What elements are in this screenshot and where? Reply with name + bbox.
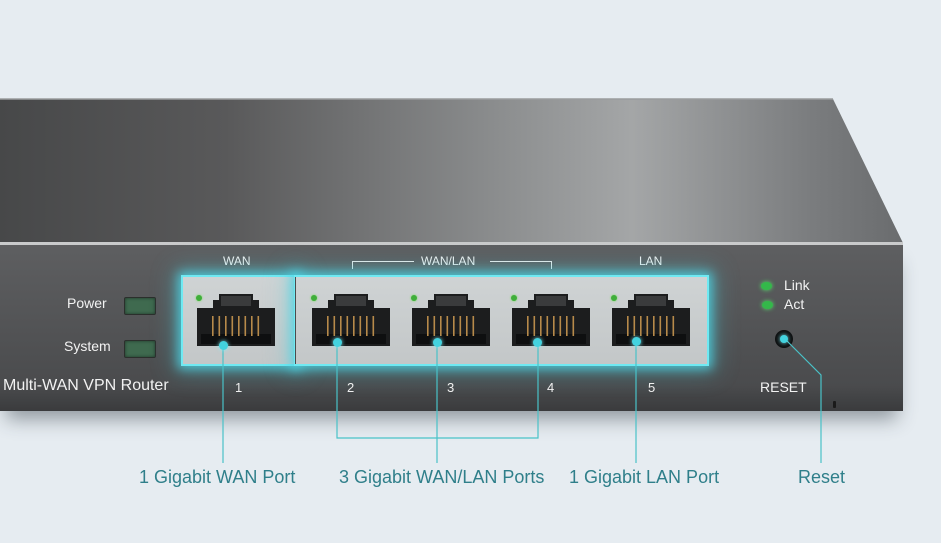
port-pin — [666, 316, 668, 336]
port-pin — [546, 316, 549, 336]
port-pin — [366, 316, 368, 336]
port4-dot — [533, 338, 542, 347]
port-pin — [646, 316, 649, 336]
reset-label: RESET — [760, 379, 807, 395]
panel-divider — [295, 277, 296, 364]
callout-reset: Reset — [798, 467, 846, 487]
port-pin — [333, 316, 336, 336]
ethernet-port-2[interactable] — [310, 286, 392, 348]
model-label: Multi-WAN VPN Router — [3, 377, 169, 394]
callout-lan-port: 1 Gigabit LAN Port — [569, 467, 720, 487]
system-label: System — [64, 338, 111, 354]
port-1-status-led — [196, 295, 202, 301]
port-pin — [659, 316, 662, 336]
wan-lan-group-label: WAN/LAN — [421, 254, 476, 268]
act-led-icon — [762, 301, 773, 309]
front-panel-edge — [0, 242, 903, 245]
callout-wan-lan-ports: 3 Gigabit WAN/LAN Ports — [339, 467, 545, 487]
ethernet-port-4[interactable] — [510, 286, 592, 348]
ethernet-port-1[interactable] — [195, 286, 277, 348]
port-3-status-led — [411, 295, 417, 301]
port-pin — [218, 316, 221, 336]
port-pin — [572, 316, 575, 336]
port-number-4: 4 — [547, 380, 555, 395]
port-pin — [640, 316, 642, 336]
port-pin — [327, 316, 329, 336]
callout-line-reset — [784, 338, 822, 463]
reset-dot — [780, 335, 788, 343]
port-pin — [257, 316, 260, 336]
port-pin — [427, 316, 429, 336]
port2-dot — [333, 338, 342, 347]
router-top-surface — [0, 98, 903, 243]
port3-dot — [433, 338, 442, 347]
port-4-status-led — [511, 295, 517, 301]
link-led-icon — [761, 282, 772, 290]
wan-lan-bracket — [352, 261, 552, 269]
port-number-2: 2 — [347, 380, 355, 395]
act-label: Act — [784, 296, 805, 312]
port-pin — [633, 316, 636, 336]
callout-wan-port: 1 Gigabit WAN Port — [139, 467, 296, 487]
port-number-5: 5 — [648, 380, 656, 395]
screw-hole — [833, 401, 836, 408]
port-pin — [453, 316, 455, 336]
port-pin — [359, 316, 362, 336]
port-pin — [212, 316, 214, 336]
port-pin — [653, 316, 655, 336]
port-pin — [627, 316, 629, 336]
power-label: Power — [67, 295, 107, 311]
port-pin — [472, 316, 475, 336]
port-pin — [559, 316, 562, 336]
port-pin — [459, 316, 462, 336]
ethernet-port-5[interactable] — [610, 286, 692, 348]
port-pin — [446, 316, 449, 336]
port-pin — [553, 316, 555, 336]
link-label: Link — [784, 277, 810, 293]
port-pin — [540, 316, 542, 336]
port-pin — [566, 316, 568, 336]
port-pin — [225, 316, 227, 336]
wan-group-label: WAN — [223, 254, 251, 268]
power-led — [124, 297, 156, 315]
port-number-1: 1 — [235, 380, 243, 395]
port-pin — [672, 316, 675, 336]
port-2-status-led — [311, 295, 317, 301]
port-pin — [433, 316, 436, 336]
port-pin — [251, 316, 253, 336]
port-pin — [533, 316, 536, 336]
port-pin — [372, 316, 375, 336]
port-pin — [527, 316, 529, 336]
port-pin — [353, 316, 355, 336]
port-pin — [440, 316, 442, 336]
port-pin — [244, 316, 247, 336]
system-led — [124, 340, 156, 358]
lan-group-label: LAN — [639, 254, 663, 268]
port-number-3: 3 — [447, 380, 455, 395]
port-pin — [346, 316, 349, 336]
ethernet-port-3[interactable] — [410, 286, 492, 348]
port-5-status-led — [611, 295, 617, 301]
port-pin — [466, 316, 468, 336]
port-pin — [340, 316, 342, 336]
wan-port-dot — [219, 341, 228, 350]
port-pin — [238, 316, 240, 336]
port-pin — [231, 316, 234, 336]
port5-dot — [632, 337, 641, 346]
